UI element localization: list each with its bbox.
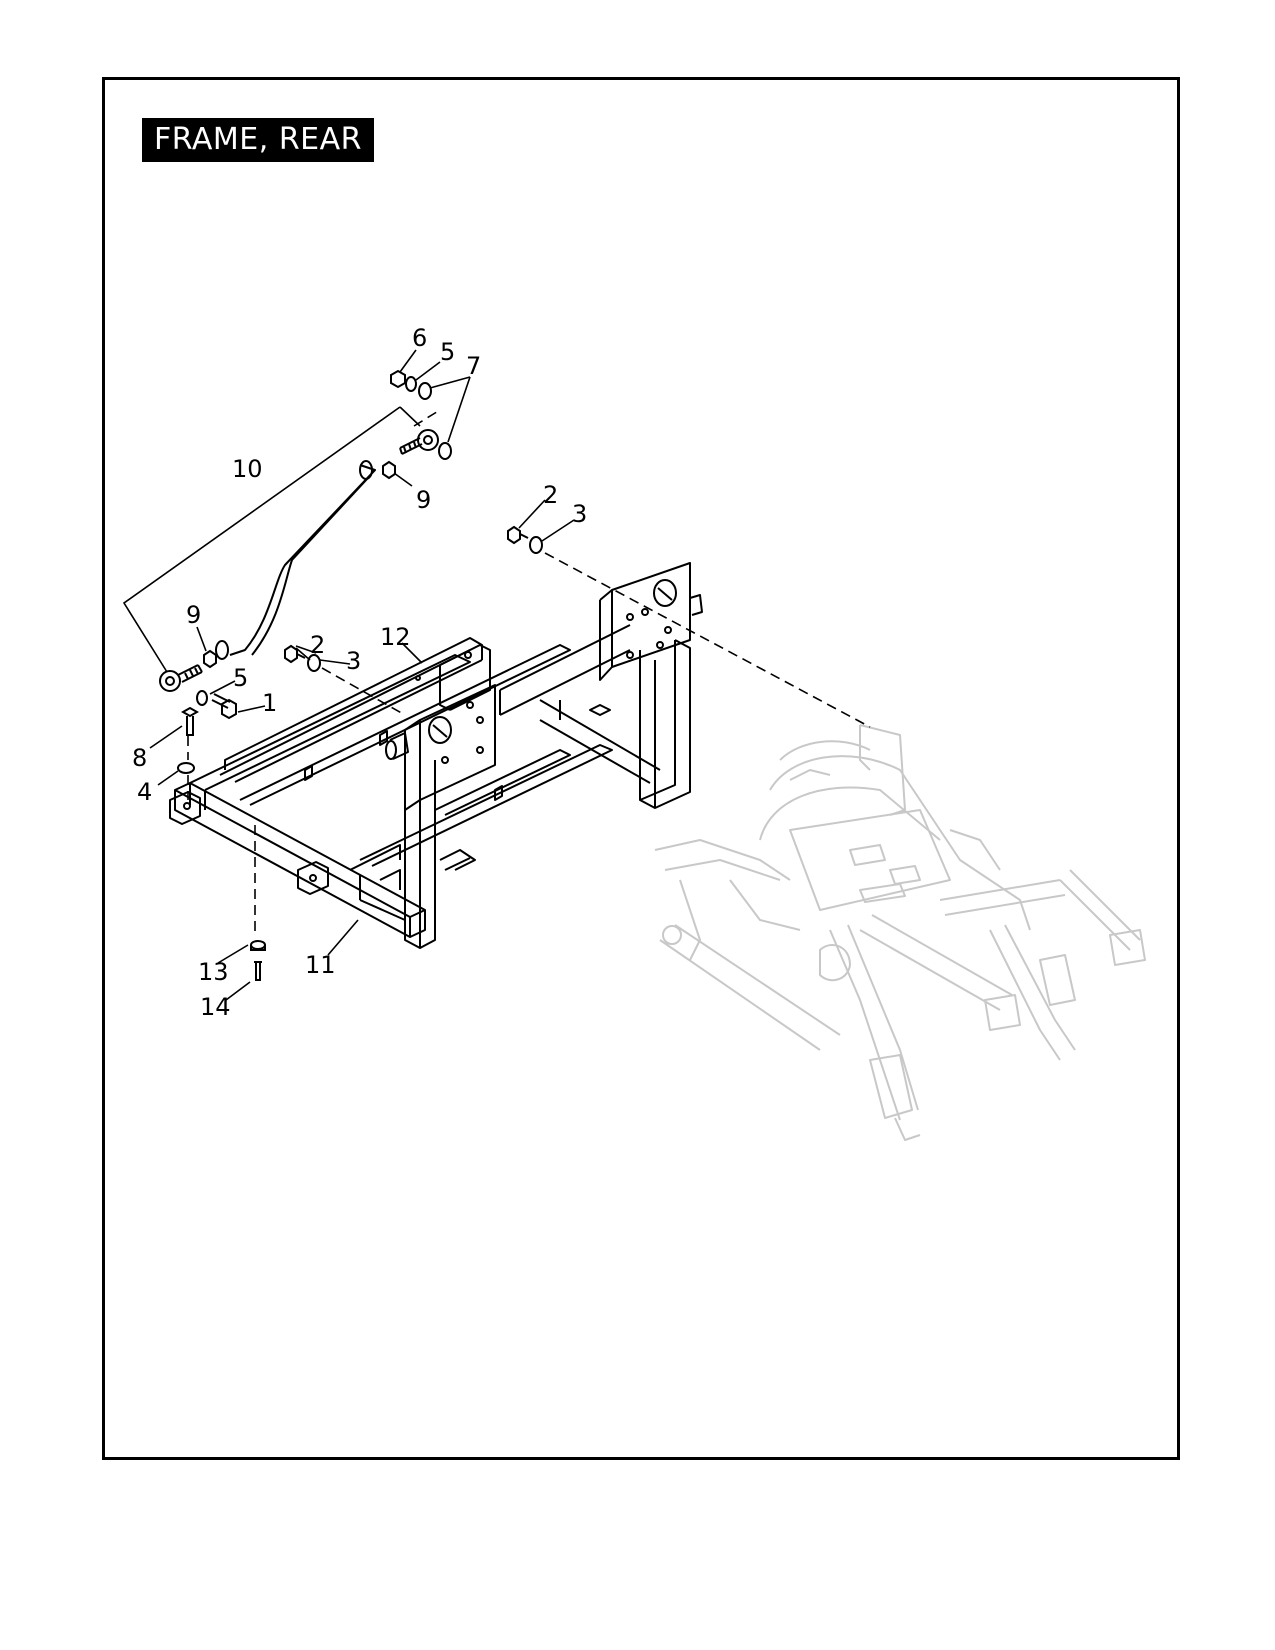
callout-3-center: 3 xyxy=(346,647,361,675)
callout-8: 8 xyxy=(132,744,147,772)
rear-frame-assembly xyxy=(169,562,703,949)
callout-12: 12 xyxy=(380,623,411,651)
callout-2-upper: 2 xyxy=(543,481,558,509)
callout-9-upper: 9 xyxy=(416,486,431,514)
callout-6: 6 xyxy=(412,324,427,352)
callout-3-upper: 3 xyxy=(572,500,587,528)
callout-7: 7 xyxy=(466,352,481,380)
callout-labels: 6 5 7 10 9 2 3 9 12 2 3 5 1 8 4 11 13 14 xyxy=(132,324,587,1021)
fasteners xyxy=(177,369,543,981)
rod-end-lower xyxy=(159,664,203,692)
alignment-lines xyxy=(187,409,871,935)
diagram-title: FRAME, REAR xyxy=(142,118,374,162)
callout-5-lower: 5 xyxy=(233,664,248,692)
callout-5-upper: 5 xyxy=(440,338,455,366)
callout-1: 1 xyxy=(262,689,277,717)
diagram-border xyxy=(102,77,1180,1460)
callout-2-center: 2 xyxy=(310,631,325,659)
callout-11: 11 xyxy=(305,951,336,979)
leader-lines xyxy=(122,349,575,1001)
ghost-rear-frame xyxy=(654,724,1146,1141)
callout-10: 10 xyxy=(232,455,263,483)
stabilizer-link xyxy=(215,460,376,660)
rod-end-upper xyxy=(399,429,439,455)
callout-4: 4 xyxy=(137,778,152,806)
callout-13: 13 xyxy=(198,958,229,986)
callout-9-lower: 9 xyxy=(186,601,201,629)
callout-14: 14 xyxy=(200,993,231,1021)
